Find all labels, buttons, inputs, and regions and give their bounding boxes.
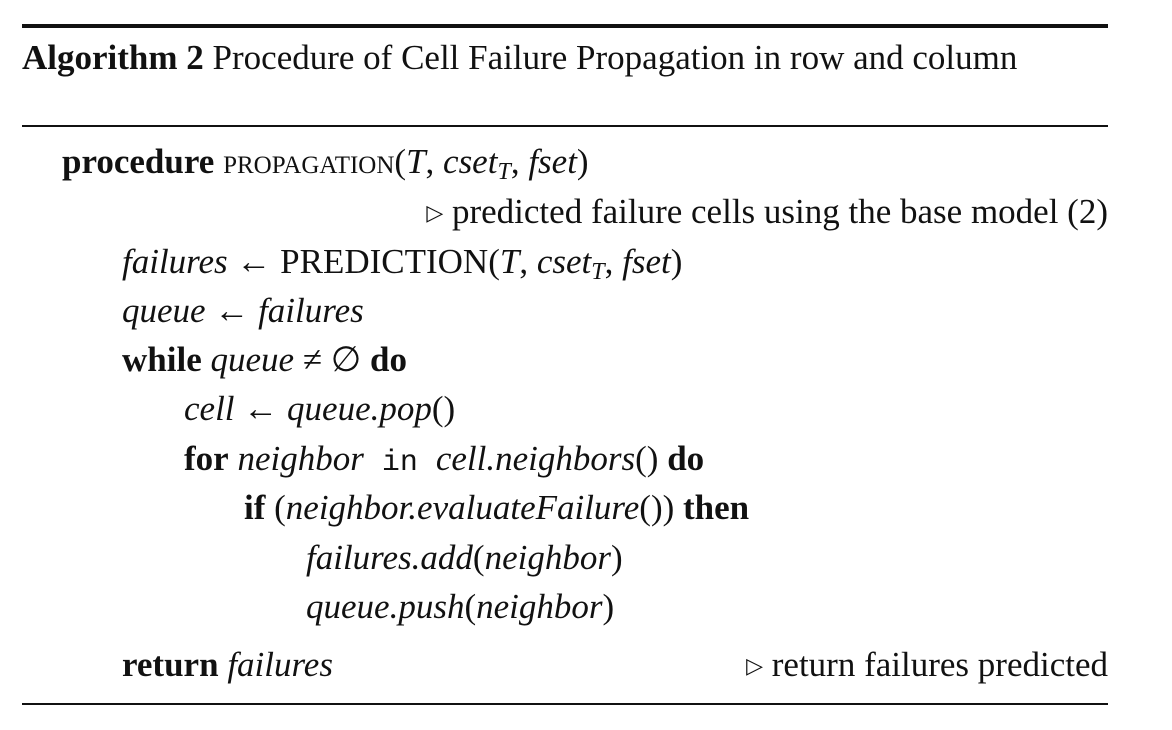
do-keyword: do — [370, 340, 407, 379]
bottom-rule — [22, 703, 1108, 705]
close-paren: ) — [670, 242, 683, 281]
procedure-name: propagation — [223, 142, 395, 181]
comma: , — [519, 242, 537, 281]
comma: , — [604, 242, 623, 281]
evaluate-failure-call: neighbor.evaluateFailure — [285, 488, 640, 527]
var-queue: queue — [210, 340, 295, 379]
failures-assign-line: failures ← PREDICTION(T, csetT, fset) — [122, 240, 682, 284]
right-triangle-icon: ▷ — [426, 200, 444, 225]
algorithm-caption: Algorithm 2 Procedure of Cell Failure Pr… — [22, 33, 1112, 82]
assign-arrow: ← — [205, 291, 259, 330]
comma: , — [425, 142, 444, 181]
top-rule — [22, 24, 1108, 28]
call-parens: () — [639, 488, 663, 527]
param-cset: cset — [536, 242, 592, 281]
queue-assign-line: queue ← failures — [122, 289, 364, 333]
comment-predicted-text: predicted failure cells using the base m… — [451, 192, 1108, 231]
open-paren: ( — [488, 242, 500, 281]
queue-pop-call: queue.pop — [287, 389, 432, 428]
comment-return-text: return failures predicted — [771, 645, 1108, 684]
var-neighbor: neighbor — [484, 538, 611, 577]
cell-assign-line: cell ← queue.pop() — [184, 387, 455, 431]
assign-arrow: ← — [227, 242, 281, 281]
while-condition: ≠ ∅ — [294, 340, 371, 379]
procedure-keyword: procedure — [62, 142, 215, 181]
do-keyword: do — [667, 439, 705, 478]
algorithm-title: Procedure of Cell Failure Propagation in… — [212, 38, 1018, 77]
prediction-fn: PREDICTION — [280, 242, 489, 281]
while-keyword: while — [122, 340, 202, 379]
comment-predicted: ▷ predicted failure cells using the base… — [426, 190, 1108, 235]
failures-add-line: failures.add(neighbor) — [306, 536, 623, 580]
return-line: return failures — [122, 643, 333, 687]
var-failures: failures — [122, 242, 228, 281]
cell-neighbors-call: cell.neighbors — [435, 439, 636, 478]
if-keyword: if — [244, 488, 266, 527]
param-t: T — [406, 142, 426, 181]
close-paren: ) — [576, 142, 589, 181]
param-t: T — [499, 242, 520, 281]
procedure-line: procedure propagation(T, csetT, fset) — [62, 140, 589, 184]
comma: , — [510, 142, 529, 181]
param-fset: fset — [622, 242, 671, 281]
queue-push-line: queue.push(neighbor) — [306, 585, 614, 629]
var-failures: failures — [258, 291, 364, 330]
var-neighbor: neighbor — [476, 587, 603, 626]
var-cell: cell — [184, 389, 235, 428]
subscript-t: T — [591, 259, 605, 285]
in-keyword: in — [363, 446, 436, 480]
open-paren: ( — [464, 587, 477, 626]
caption-rule — [22, 125, 1108, 127]
for-keyword: for — [184, 439, 229, 478]
close-paren: ) — [662, 488, 675, 527]
for-line: for neighbor in cell.neighbors() do — [184, 437, 704, 481]
right-triangle-icon: ▷ — [746, 653, 764, 678]
close-paren: ) — [610, 538, 623, 577]
if-line: if (neighbor.evaluateFailure()) then — [244, 486, 749, 530]
return-keyword: return — [122, 645, 219, 684]
open-paren: ( — [472, 538, 485, 577]
param-fset: fset — [528, 142, 577, 181]
failures-add-call: failures.add — [306, 538, 473, 577]
open-paren: ( — [394, 142, 407, 181]
comment-return: ▷ return failures predicted — [746, 643, 1108, 688]
open-paren: ( — [274, 488, 286, 527]
var-neighbor: neighbor — [237, 439, 364, 478]
while-line: while queue ≠ ∅ do — [122, 338, 407, 382]
assign-arrow: ← — [234, 389, 288, 428]
var-queue: queue — [122, 291, 206, 330]
then-keyword: then — [683, 488, 750, 527]
queue-push-call: queue.push — [306, 587, 465, 626]
algorithm-label: Algorithm 2 — [22, 38, 204, 77]
subscript-t: T — [497, 159, 511, 185]
param-cset: cset — [443, 142, 498, 181]
call-parens: () — [635, 439, 659, 478]
var-failures: failures — [227, 645, 333, 684]
call-parens: () — [431, 389, 456, 428]
close-paren: ) — [602, 587, 615, 626]
